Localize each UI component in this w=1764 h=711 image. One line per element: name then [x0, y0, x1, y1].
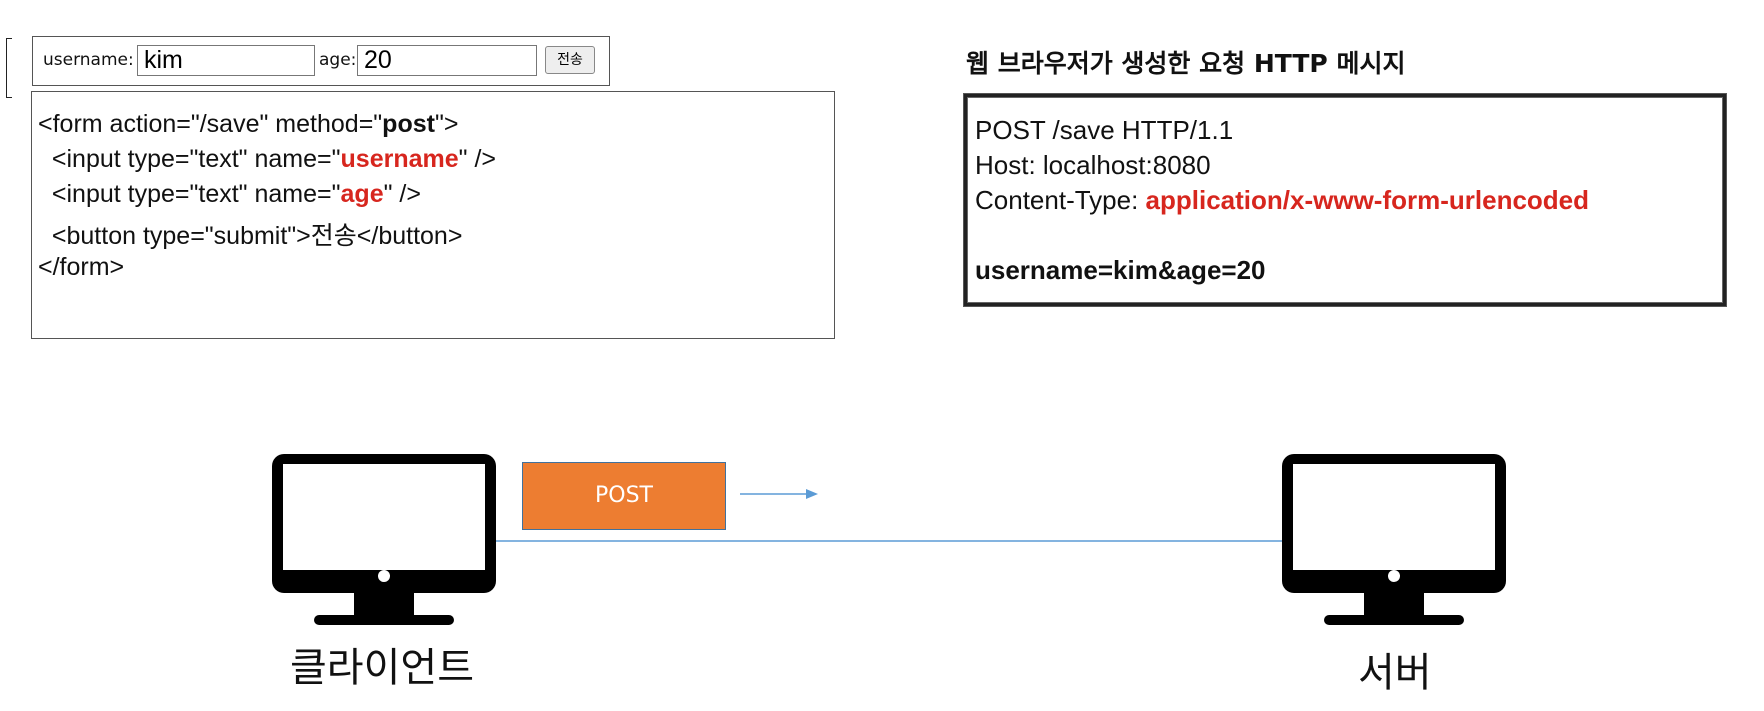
method-post-keyword: post	[382, 110, 435, 138]
rendered-form: username: kim age: 20 전송	[32, 36, 610, 86]
server-label: 서버	[1358, 650, 1432, 696]
client-label: 클라이언트	[290, 645, 474, 691]
code-line-form-close: </form>	[38, 253, 125, 281]
submit-button[interactable]: 전송	[545, 46, 595, 74]
edge-bracket-mark	[6, 38, 12, 98]
client-monitor-icon	[272, 454, 496, 625]
username-name-attr: username	[340, 145, 459, 173]
code-line-button: <button type="submit">전송</button>	[38, 222, 463, 250]
server-monitor-icon	[1282, 454, 1506, 625]
http-message-box	[964, 94, 1726, 306]
http-content-type-header: Content-Type: application/x-www-form-url…	[975, 185, 1590, 215]
content-type-value: application/x-www-form-urlencoded	[1145, 185, 1590, 215]
username-label: username:	[43, 50, 134, 70]
http-message-title: 웹 브라우저가 생성한 요청 HTTP 메시지	[966, 49, 1406, 78]
post-method-box: POST	[522, 462, 726, 530]
age-name-attr: age	[340, 180, 384, 208]
username-input[interactable]: kim	[137, 45, 315, 76]
http-body: username=kim&age=20	[975, 255, 1266, 285]
code-line-username-input: <input type="text" name="username" />	[38, 145, 497, 173]
request-arrow-head	[806, 489, 818, 499]
code-line-form-open: <form action="/save" method="post">	[38, 110, 459, 138]
html-source-box	[31, 91, 835, 339]
age-input[interactable]: 20	[357, 45, 537, 76]
age-label: age:	[319, 50, 357, 70]
http-request-line: POST /save HTTP/1.1	[975, 115, 1234, 145]
code-line-age-input: <input type="text" name="age" />	[38, 180, 421, 208]
http-host-header: Host: localhost:8080	[975, 150, 1211, 180]
